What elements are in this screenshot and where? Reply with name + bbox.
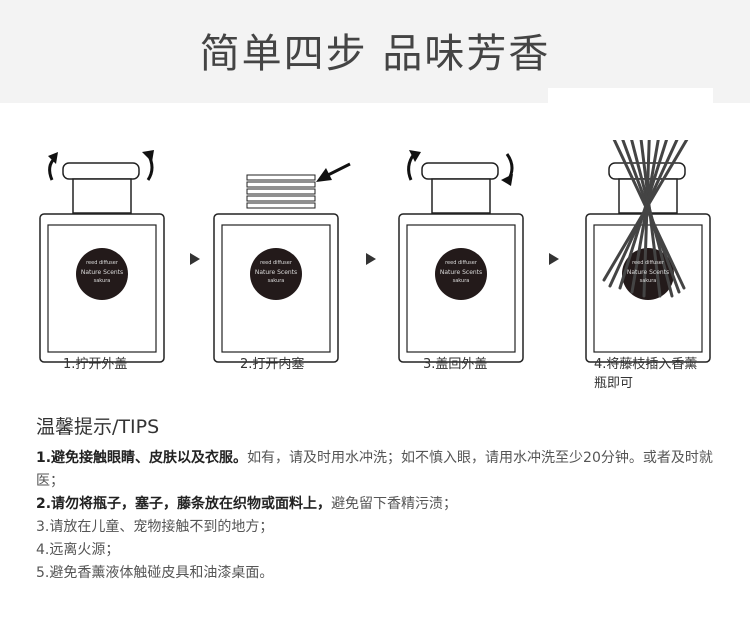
tip-item: 1.避免接触眼睛、皮肤以及衣服。如有，请及时用水冲洗；如不慎入眼，请用水冲洗至少… xyxy=(36,450,713,489)
bottle-label-2: reed diffuser Nature Scents sakura xyxy=(254,260,298,284)
bottle-with-reeds-icon xyxy=(585,140,711,363)
bottle-label-3: reed diffuser Nature Scents sakura xyxy=(439,260,483,284)
bottle-open-stopper-icon xyxy=(213,162,351,363)
step-2-label: 2.打开内塞 xyxy=(240,357,305,372)
tip-item: 4.远离火源； xyxy=(36,542,120,558)
step-2: reed diffuser Nature Scents sakura 2.打开内… xyxy=(212,140,362,372)
page-title: 简单四步 品味芳香 xyxy=(199,31,551,77)
step-3-label: 3.盖回外盖 xyxy=(423,357,488,372)
tip-item: 5.避免香薰液体触碰皮具和油漆桌面。 xyxy=(36,565,274,581)
tip-item: 3.请放在儿童、宠物接触不到的地方； xyxy=(36,519,274,535)
step-4: reed diffuser Nature Scents sakura 4.将藤枝… xyxy=(584,140,734,391)
tips-title: 温馨提示/TIPS xyxy=(36,416,160,438)
step-4-label: 4.将藤枝插入香薰 瓶即可 xyxy=(594,357,698,391)
steps-section: reed diffuser Nature Scents sakura 1.拧开外… xyxy=(0,140,750,400)
bottle-label-1: reed diffuser Nature Scents sakura xyxy=(80,260,124,284)
bottle-close-cap-icon xyxy=(398,150,524,363)
banner-notch xyxy=(548,88,713,103)
arrow-right-icon xyxy=(366,253,376,265)
tip-item: 2.请勿将瓶子，塞子，藤条放在织物或面料上，避免留下香精污渍； xyxy=(36,496,458,512)
bottle-open-cap-icon xyxy=(39,150,165,363)
arrow-right-icon xyxy=(549,253,559,265)
step-1: reed diffuser Nature Scents sakura 1.拧开外… xyxy=(38,140,188,372)
arrow-right-icon xyxy=(190,253,200,265)
tips-section: 温馨提示/TIPS 1.避免接触眼睛、皮肤以及衣服。如有，请及时用水冲洗；如不慎… xyxy=(36,416,726,585)
header-banner xyxy=(0,0,750,103)
step-1-label: 1.拧开外盖 xyxy=(63,357,128,372)
step-3: reed diffuser Nature Scents sakura 3.盖回外… xyxy=(397,140,547,372)
bottle-label-4: reed diffuser Nature Scents sakura xyxy=(626,260,670,284)
